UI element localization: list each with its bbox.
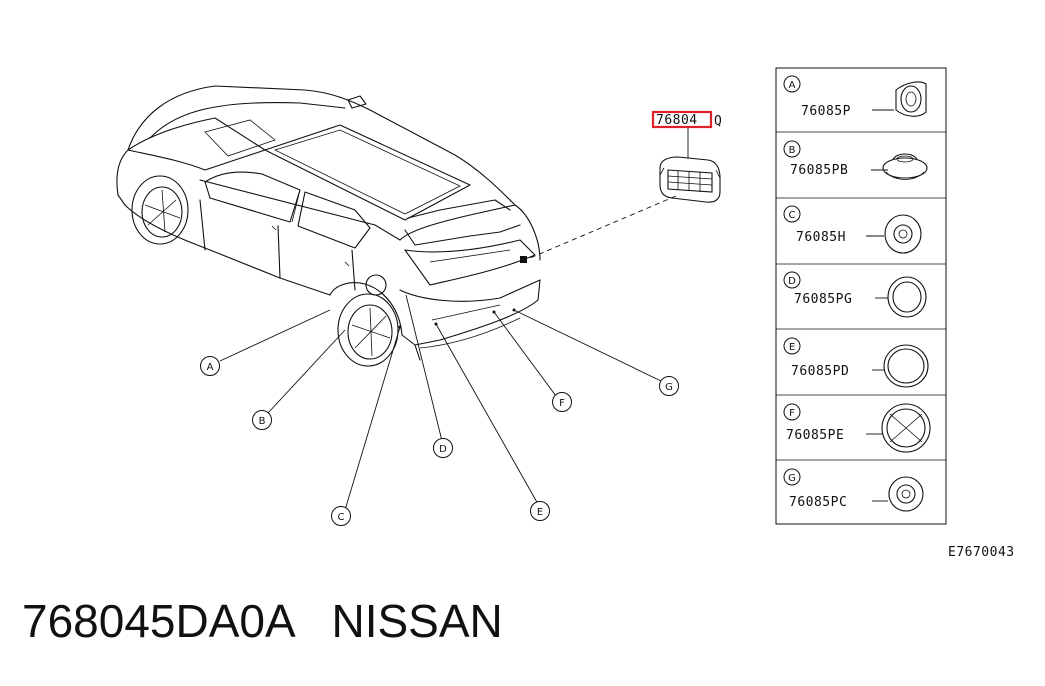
grommet-d-icon: [887, 276, 927, 318]
svg-text:C: C: [789, 210, 796, 221]
car-illustration: [116, 85, 541, 367]
legend-part-d: 76085PG: [794, 292, 852, 307]
svg-text:C: C: [338, 512, 345, 523]
legend-row-a[interactable]: A 76085P: [783, 75, 927, 119]
legend-part-g: 76085PC: [789, 495, 847, 510]
legend-row-d[interactable]: D 76085PG: [783, 271, 927, 318]
callout-b[interactable]: B: [252, 410, 272, 430]
air-vent-part[interactable]: [659, 156, 721, 203]
callout-c[interactable]: C: [331, 506, 351, 526]
svg-text:G: G: [665, 382, 673, 393]
svg-text:E: E: [789, 342, 795, 353]
callout-e[interactable]: E: [530, 501, 550, 521]
svg-text:A: A: [789, 80, 796, 91]
callout-leaders: [219, 294, 662, 511]
grommet-a-icon: [895, 81, 927, 117]
svg-text:F: F: [789, 408, 795, 419]
callout-a[interactable]: A: [200, 356, 220, 376]
main-part-group: 76804 Q: [529, 110, 722, 259]
main-part-highlight: [651, 110, 713, 129]
grommet-f-icon: [881, 403, 931, 453]
legend-part-b: 76085PB: [790, 163, 848, 178]
main-part-suffix: Q: [714, 114, 722, 129]
grommet-c-icon: [884, 214, 922, 254]
svg-text:F: F: [559, 398, 565, 409]
svg-text:B: B: [259, 416, 266, 427]
callout-g[interactable]: G: [659, 376, 679, 396]
caption: 768045DA0A NISSAN: [22, 598, 503, 644]
legend-row-b[interactable]: B 76085PB: [783, 140, 928, 180]
callout-f[interactable]: F: [552, 392, 572, 412]
legend-part-a: 76085P: [801, 104, 851, 119]
legend-part-f: 76085PE: [786, 428, 844, 443]
svg-text:G: G: [788, 473, 796, 484]
grommet-b-icon: [882, 153, 928, 180]
grommet-e-icon: [883, 344, 929, 388]
figure-code: E7670043: [948, 545, 1015, 560]
legend-row-g[interactable]: G 76085PC: [783, 468, 924, 512]
grommet-legend: A 76085P B 76085PB C: [775, 67, 947, 525]
grommet-g-icon: [888, 476, 924, 512]
main-part-number[interactable]: 76804: [656, 113, 698, 128]
caption-part-number: 768045DA0A: [22, 595, 294, 647]
caption-brand: NISSAN: [331, 595, 503, 647]
legend-row-f[interactable]: F 76085PE: [783, 403, 931, 453]
legend-row-e[interactable]: E 76085PD: [783, 337, 929, 388]
legend-part-c: 76085H: [796, 230, 846, 245]
svg-text:D: D: [439, 444, 447, 455]
legend-row-c[interactable]: C 76085H: [783, 205, 922, 254]
svg-text:A: A: [207, 362, 214, 373]
svg-text:D: D: [788, 276, 796, 287]
callout-d[interactable]: D: [433, 438, 453, 458]
svg-text:B: B: [789, 145, 796, 156]
svg-text:E: E: [537, 507, 543, 518]
legend-part-e: 76085PD: [791, 364, 849, 379]
